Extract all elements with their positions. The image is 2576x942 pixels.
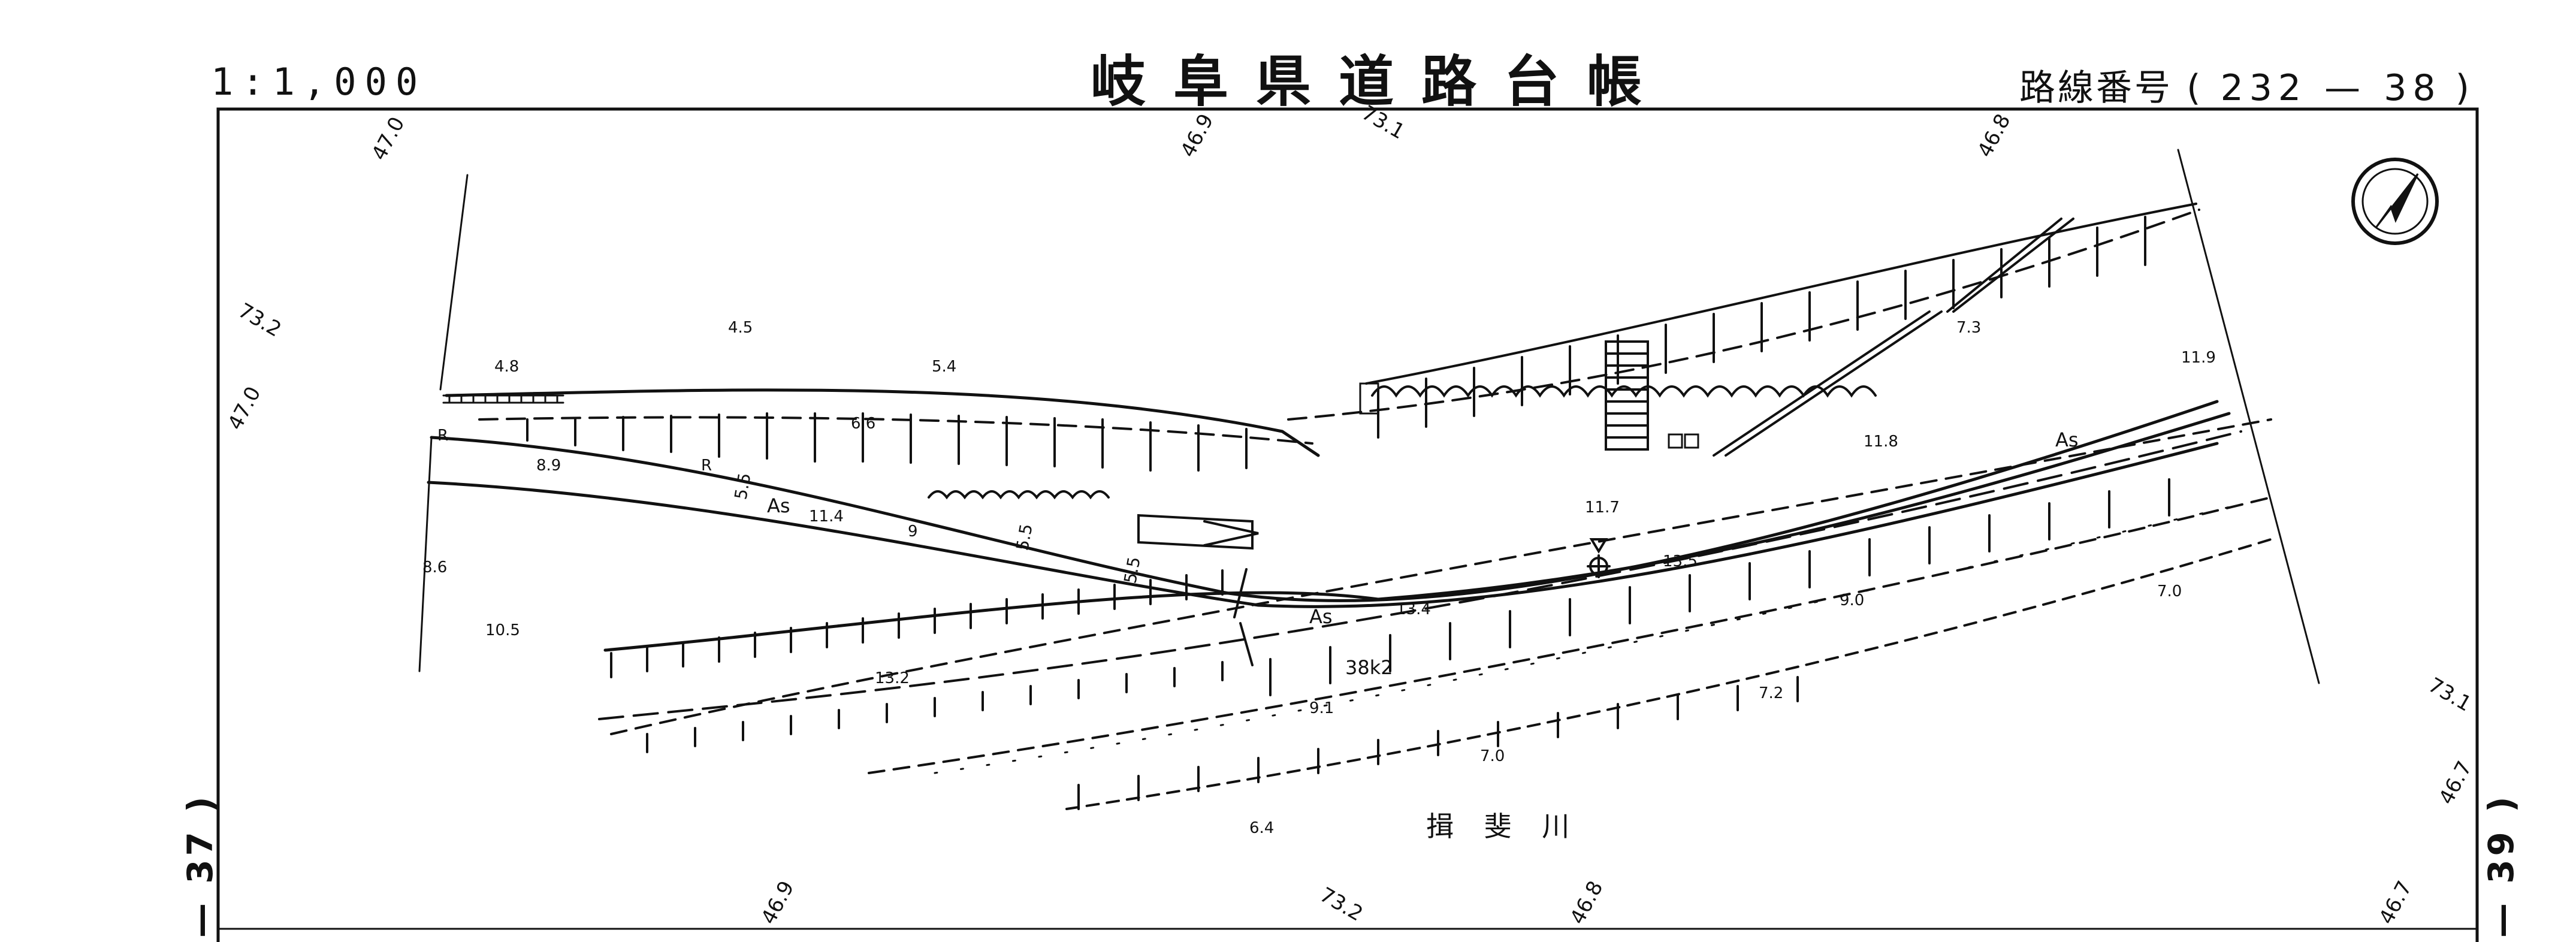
railing: [442, 394, 564, 404]
road-break: [1233, 568, 1254, 666]
contour-top-2: 46.9: [1176, 110, 1219, 162]
main-road-north-edge: [430, 400, 2219, 602]
route-close: ): [2455, 67, 2472, 109]
boundary-right: [2177, 149, 2320, 684]
spot-height: 11.4: [809, 508, 844, 526]
contour-bottom-1: 46.9: [757, 877, 799, 929]
slope-hatching-lower: [610, 478, 2170, 810]
spot-height: 11.8: [1864, 433, 1898, 451]
route-number-value: 232 — 38: [2220, 67, 2442, 109]
spot-height: 9: [908, 523, 918, 541]
contour-left-1: 73.2: [234, 298, 286, 342]
spot-height: 6.4: [1249, 819, 1274, 837]
upper-road-south-edge: [478, 416, 1313, 445]
river-bank-upper: [610, 418, 2272, 735]
map-title: 岐阜県道路台帳: [1091, 49, 1670, 114]
spot-height: 7.0: [1480, 747, 1505, 765]
spot-height: 11.9: [2181, 349, 2216, 367]
boundary-left: [418, 174, 469, 672]
main-road-lower-edge: [603, 412, 2231, 652]
station-label: 38k2: [1345, 656, 1393, 679]
contour-right-1: 73.1: [2424, 673, 2476, 716]
retaining-wall: [1137, 514, 1254, 550]
spot-height: 4.5: [728, 319, 753, 337]
upper-road-north-edge: [445, 388, 1320, 457]
contour-top-3: 73.1: [1358, 101, 1409, 144]
contour-top-1: 47.0: [367, 113, 410, 165]
asphalt-label: As: [2055, 428, 2079, 451]
spot-height: 13.2: [875, 669, 910, 687]
road-width: 5.5: [1120, 555, 1144, 585]
road-widths: 5.5 5.5 5.5: [730, 472, 1144, 585]
spot-height: 5.4: [932, 358, 956, 376]
spot-height: 13.4: [1396, 600, 1431, 618]
spot-height: 8.9: [536, 457, 561, 475]
contour-top-4: 46.8: [1973, 110, 2016, 162]
slope-hatching-upper: [526, 216, 2146, 472]
route-label: 路線番号: [2019, 67, 2173, 109]
spot-height: 9.1: [1309, 699, 1334, 717]
river-edge: [1065, 538, 2272, 810]
asphalt-label: As: [1309, 605, 1333, 628]
wall-end: [1203, 520, 1259, 547]
main-road-south-edge: [427, 442, 2219, 608]
row-label: R: [437, 427, 448, 445]
spot-height: 7.3: [1956, 319, 1981, 337]
ramp: [1713, 218, 2074, 457]
stairs: [1605, 340, 1649, 451]
upper-slope-top: [1365, 203, 2197, 385]
spot-height: 9.0: [1840, 591, 1864, 609]
survey-marker: [1587, 538, 1611, 578]
spot-height: 11.7: [1585, 499, 1620, 517]
north-arrow-icon: [2351, 158, 2439, 245]
spot-height: 4.8: [494, 358, 519, 376]
spot-height: 13.5: [1663, 552, 1698, 570]
river-name: 揖 斐 川: [1426, 810, 1580, 843]
spot-height: 8.6: [422, 558, 447, 576]
road-width: 5.5: [1012, 523, 1036, 552]
spot-height: 7.0: [2157, 582, 2182, 600]
spot-height: 7.2: [1759, 684, 1783, 702]
contour-bottom-3: 46.8: [1566, 877, 1608, 929]
map-scale: 1:1,000: [211, 60, 427, 104]
embankment-scallops: [928, 385, 1877, 500]
map-frame: [216, 107, 2479, 942]
road-width: 5.5: [730, 472, 754, 502]
spot-height: 10.5: [485, 621, 520, 639]
contour-bottom-2: 73.2: [1316, 883, 1367, 926]
contour-labels: 47.0 46.9 73.1 46.8 46.9 73.2 46.8 46.7 …: [224, 101, 2477, 928]
route-number: 路線番号 ( 232 — 38 ): [2019, 59, 2472, 111]
contour-left-2: 47.0: [224, 383, 266, 434]
building-symbols: [1359, 382, 1699, 449]
embankment-toe: [598, 430, 2242, 720]
river-bank-lower: [868, 496, 2272, 774]
asphalt-label: As: [767, 494, 790, 517]
row-label: R: [701, 457, 712, 475]
spot-height: 6.6: [851, 415, 875, 433]
contour-right-2: 46.7: [2435, 757, 2477, 809]
spot-heights: 4.8 4.5 5.4 6.6 8.9 11.4 9 8.6 10.5 13.2…: [422, 319, 2216, 837]
route-open: (: [2187, 67, 2203, 109]
road-marks: As As As R R: [437, 427, 2079, 628]
contour-bottom-4: 46.7: [2375, 877, 2417, 929]
